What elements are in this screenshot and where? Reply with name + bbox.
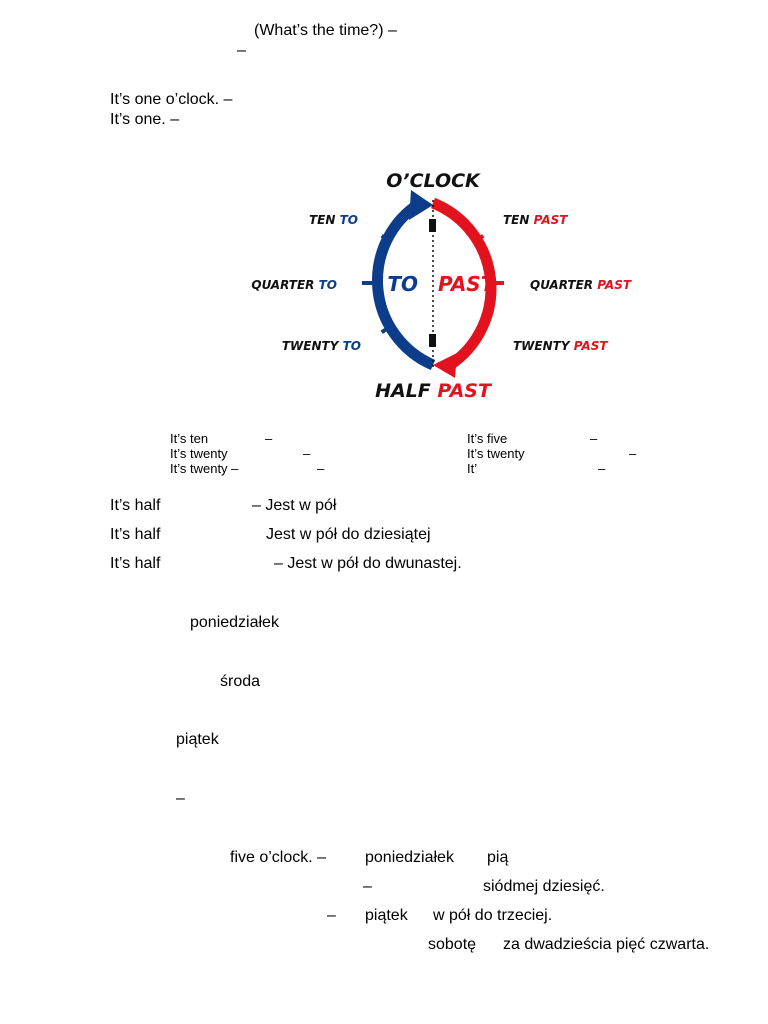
half-word: HALF — [375, 380, 431, 402]
small-right-2a: It’s twenty — [467, 446, 525, 461]
day-friday: piątek — [176, 731, 219, 748]
day-wednesday: środa — [220, 673, 261, 690]
half-line-2b: Jest w pół do dziesiątej — [266, 526, 431, 543]
to-arc — [372, 198, 436, 371]
half-past-word: PAST — [437, 380, 493, 402]
small-left-1b: – — [265, 431, 273, 446]
oclock-label: O’CLOCK — [386, 170, 481, 192]
example-line-2: It’s one. – — [110, 111, 180, 128]
tick-6 — [429, 334, 436, 347]
sentence-3a: – — [327, 907, 336, 924]
small-right-2b: – — [629, 446, 637, 461]
small-right-3a: It’ — [467, 461, 478, 476]
sentence-1b: poniedziałek — [365, 849, 454, 866]
example-line-1: It’s one o’clock. – — [110, 91, 233, 108]
sentence-3c: w pół do trzeciej. — [433, 907, 553, 924]
sentence-1c: pią — [487, 849, 509, 866]
intro-line-1: (What’s the time?) – — [254, 22, 397, 39]
tick-2 — [475, 234, 485, 242]
clock-diagram: O’CLOCK HALF PAST TEN TO TEN PAST QUARTE… — [251, 170, 632, 402]
twenty-past-label: TWENTY PAST — [513, 339, 608, 353]
ten-past-label: TEN PAST — [503, 213, 568, 227]
sentence-1a: five o’clock. – — [230, 849, 327, 866]
tick-3 — [492, 281, 504, 285]
day-dash: – — [176, 790, 185, 807]
intro-line-2: – — [237, 42, 246, 59]
quarter-to-label: QUARTER TO — [251, 278, 337, 292]
small-right-1b: – — [590, 431, 598, 446]
sentence-4b: za dwadzieścia pięć czwarta. — [503, 936, 710, 953]
tick-10 — [380, 234, 390, 242]
small-right-3b: – — [598, 461, 606, 476]
tick-9 — [362, 281, 374, 285]
quarter-past-label: QUARTER PAST — [530, 278, 632, 292]
half-line-3b: – Jest w pół do dwunastej. — [274, 555, 462, 572]
small-left-2a: It’s twenty — [170, 446, 228, 461]
past-arc — [430, 197, 497, 370]
ten-to-label: TEN TO — [309, 213, 358, 227]
tick-8 — [380, 326, 390, 334]
small-left-3a: It’s twenty – — [170, 461, 239, 476]
tick-12 — [429, 219, 436, 232]
sentence-3b: piątek — [365, 907, 408, 924]
half-line-2a: It’s half — [110, 526, 161, 543]
small-right-1a: It’s five — [467, 431, 508, 446]
half-line-1b: – Jest w pół — [252, 497, 337, 514]
small-left-2b: – — [303, 446, 311, 461]
sentence-2b: siódmej dziesięć. — [483, 878, 605, 895]
half-line-3a: It’s half — [110, 555, 161, 572]
twenty-to-label: TWENTY TO — [282, 339, 361, 353]
day-monday: poniedziałek — [190, 614, 279, 631]
sentence-2a: – — [363, 878, 372, 895]
center-to-label: TO — [387, 272, 418, 296]
sentence-4a: sobotę — [428, 936, 477, 953]
to-arrow-head — [409, 190, 433, 220]
center-past-label: PAST — [438, 272, 496, 296]
small-left-1a: It’s ten — [170, 431, 209, 446]
small-left-3b: – — [317, 461, 325, 476]
tick-4 — [475, 326, 485, 334]
half-past-label: HALF PAST — [375, 380, 493, 402]
half-line-1a: It’s half — [110, 497, 161, 514]
past-arrow-head — [433, 353, 457, 378]
